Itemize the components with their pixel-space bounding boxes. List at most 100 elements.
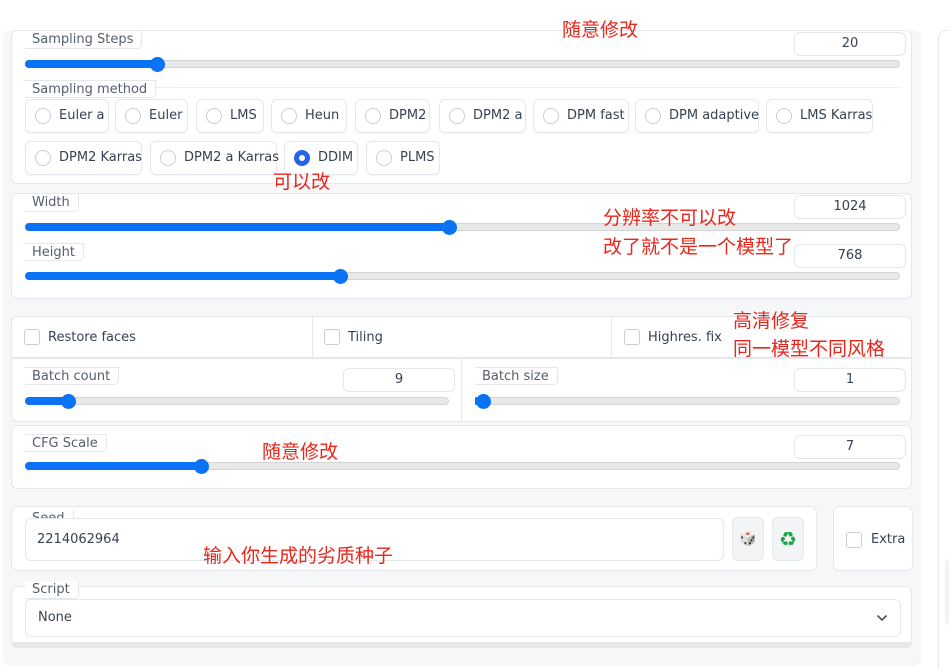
cfg-scale-label: CFG Scale: [25, 434, 107, 452]
batch-count-slider-fill: [25, 397, 69, 405]
radio-label: DPM2 a: [473, 108, 523, 123]
radio-dot[interactable]: [206, 108, 222, 124]
options-row: Restore faces Tiling Highres. fix: [11, 316, 912, 358]
radio-dpm2-karras[interactable]: DPM2 Karras: [25, 141, 142, 175]
width-slider-thumb[interactable]: [442, 220, 457, 235]
chevron-down-icon: [876, 614, 888, 622]
batch-count-slider[interactable]: [25, 394, 449, 409]
sampling-steps-label: Sampling Steps: [25, 31, 143, 49]
tiling-label: Tiling: [348, 330, 383, 345]
script-label: Script: [25, 581, 79, 599]
radio-euler-a[interactable]: Euler a: [25, 99, 109, 133]
width-slider-fill: [25, 223, 450, 231]
cfg-scale-slider-fill: [25, 462, 202, 470]
radio-dot[interactable]: [35, 150, 51, 166]
radio-dpm-fast[interactable]: DPM fast: [533, 99, 629, 133]
width-number[interactable]: 1024: [794, 195, 906, 219]
sampling-steps-slider[interactable]: [25, 57, 900, 72]
batch-size-number[interactable]: 1: [794, 368, 906, 392]
radio-label: DDIM: [318, 150, 354, 165]
batch-count-slider-thumb[interactable]: [61, 394, 76, 409]
width-label: Width: [25, 194, 79, 212]
radio-dpm-adaptive[interactable]: DPM adaptive: [635, 99, 759, 133]
highres-fix-checkbox[interactable]: [624, 329, 640, 345]
radio-dot[interactable]: [281, 108, 297, 124]
batch-size-label: Batch size: [475, 367, 558, 385]
extra-panel: Extra: [833, 506, 913, 571]
divider: [312, 317, 313, 357]
extra-checkbox[interactable]: [846, 532, 862, 548]
sampling-steps-slider-thumb[interactable]: [150, 57, 165, 72]
divider: [461, 359, 462, 421]
radio-dpm2[interactable]: DPM2: [355, 99, 430, 133]
cfg-panel: CFG Scale 7: [11, 425, 912, 489]
seed-input[interactable]: 2214062964: [25, 518, 724, 561]
cfg-scale-slider[interactable]: [25, 459, 900, 474]
highres-fix-label: Highres. fix: [648, 330, 722, 345]
radio-euler[interactable]: Euler: [115, 99, 188, 133]
batch-count-number[interactable]: 9: [343, 368, 455, 392]
radio-dot[interactable]: [645, 108, 661, 124]
annotation-seed: 输入你生成的劣质种子: [203, 545, 394, 567]
restore-faces-label: Restore faces: [48, 330, 136, 345]
radio-lms[interactable]: LMS: [196, 99, 264, 133]
height-number[interactable]: 768: [794, 244, 906, 268]
radio-dot[interactable]: [35, 108, 51, 124]
annotation-resolution-1: 分辨率不可以改: [603, 207, 737, 229]
batch-count-label: Batch count: [25, 367, 120, 385]
random-seed-dice-icon[interactable]: 🎲: [732, 517, 764, 561]
height-label: Height: [25, 243, 84, 261]
right-panel-notch: [945, 559, 949, 625]
height-slider[interactable]: [25, 269, 900, 284]
radio-label: Euler a: [59, 108, 105, 123]
annotation-method: 可以改: [273, 171, 331, 193]
height-slider-fill: [25, 272, 341, 280]
width-slider[interactable]: [25, 220, 900, 235]
annotation-hires-1: 高清修复: [733, 310, 810, 332]
annotation-cfg: 随意修改: [262, 441, 339, 463]
batch-size-slider-thumb[interactable]: [476, 394, 491, 409]
sampling-steps-number[interactable]: 20: [794, 32, 906, 56]
radio-lms-karras[interactable]: LMS Karras: [766, 99, 873, 133]
annotation-resolution-2: 改了就不是一个模型了: [603, 236, 794, 258]
radio-dot[interactable]: [449, 108, 465, 124]
divider: [25, 87, 900, 88]
radio-plms[interactable]: PLMS: [366, 141, 440, 175]
radio-label: Euler: [149, 108, 183, 123]
script-dropdown[interactable]: None: [25, 599, 901, 637]
radio-label: PLMS: [400, 150, 435, 165]
restore-faces-checkbox[interactable]: [24, 329, 40, 345]
seed-panel: Seed 2214062964 🎲 ♻: [11, 506, 817, 571]
radio-dot[interactable]: [160, 150, 176, 166]
radio-dot[interactable]: [365, 108, 381, 124]
sampling-panel: Sampling Steps 20 Sampling method Euler …: [11, 30, 912, 184]
sampling-steps-slider-fill: [25, 60, 158, 68]
divider: [611, 317, 612, 357]
right-side-panel: [938, 30, 949, 670]
radio-label: Heun: [305, 108, 340, 123]
radio-heun[interactable]: Heun: [271, 99, 347, 133]
extra-label: Extra: [871, 532, 906, 547]
script-panel: Script None: [11, 581, 912, 648]
radio-dot[interactable]: [125, 108, 141, 124]
sampling-method-label: Sampling method: [25, 80, 157, 98]
radio-label: DPM fast: [567, 108, 625, 123]
tiling-checkbox[interactable]: [324, 329, 340, 345]
reuse-seed-recycle-icon[interactable]: ♻: [772, 517, 804, 561]
radio-dot-selected[interactable]: [294, 150, 310, 166]
radio-dot[interactable]: [776, 108, 792, 124]
cfg-scale-number[interactable]: 7: [794, 435, 906, 459]
radio-label: LMS Karras: [800, 108, 873, 123]
radio-ddim[interactable]: DDIM: [284, 141, 358, 175]
radio-label: DPM2 Karras: [59, 150, 142, 165]
batch-size-slider[interactable]: [475, 394, 900, 409]
radio-dot[interactable]: [543, 108, 559, 124]
batch-panel: Batch count 9 Batch size 1: [11, 358, 912, 422]
height-slider-thumb[interactable]: [333, 269, 348, 284]
radio-dpm2-a[interactable]: DPM2 a: [439, 99, 526, 133]
annotation-hires-2: 同一模型不同风格: [733, 338, 886, 360]
radio-label: DPM adaptive: [669, 108, 760, 123]
radio-dot[interactable]: [376, 150, 392, 166]
radio-dpm2-a-karras[interactable]: DPM2 a Karras: [150, 141, 279, 175]
cfg-scale-slider-thumb[interactable]: [194, 459, 209, 474]
